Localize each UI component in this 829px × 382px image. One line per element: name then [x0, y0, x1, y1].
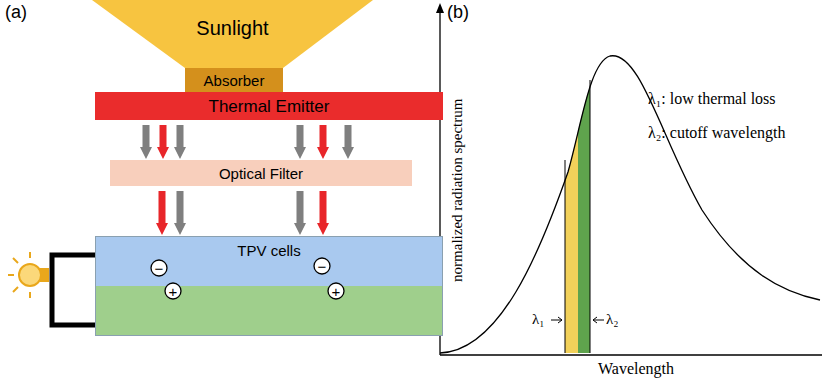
radiation-arrow [174, 125, 186, 159]
panel-letter: (b) [447, 3, 469, 23]
radiation-arrow [140, 125, 152, 159]
node-text: Absorber [204, 73, 265, 88]
node-text: − [155, 261, 164, 276]
sunlight-source: Sunlight [92, 0, 373, 68]
radiation-arrow [174, 191, 186, 235]
legend-note: λ₂: cutoff wavelength [648, 124, 785, 142]
axis-title: normalized radiation spectrum [450, 98, 467, 281]
node-text: TPV cells [237, 243, 300, 258]
node-text: Optical Filter [219, 166, 303, 181]
radiation-arrow [317, 191, 329, 235]
legend-note: λ₁: low thermal loss [648, 90, 776, 108]
node-text: Thermal Emitter [209, 98, 330, 115]
hole: + [327, 282, 345, 300]
node-text: + [169, 284, 178, 299]
node-text: + [332, 284, 341, 299]
panel-letter: (a) [5, 3, 27, 23]
electron: − [150, 259, 168, 277]
light-bulb [8, 252, 49, 298]
band-marker: λ₁ [532, 311, 545, 328]
tpv-cell: TPV cells−+−+ [95, 236, 443, 336]
hole: + [164, 282, 182, 300]
radiation-arrow [157, 125, 169, 159]
radiation-arrow [342, 125, 354, 159]
radiation-arrow [156, 191, 168, 235]
node-text: Sunlight [196, 18, 268, 38]
radiation-arrow [294, 191, 306, 235]
radiation-arrow [294, 125, 306, 159]
absorber-layer: Absorber [185, 68, 283, 92]
thermal-emitter: Thermal Emitter [95, 92, 443, 120]
band-marker: λ₂ [606, 311, 619, 328]
optical-filter: Optical Filter [110, 160, 412, 186]
electron: − [313, 257, 331, 275]
circuit-wire [52, 255, 95, 325]
axis-title: Wavelength [598, 360, 674, 378]
radiation-arrow [317, 125, 329, 159]
node-text: − [318, 259, 327, 274]
spectrum-chart [436, 0, 822, 355]
